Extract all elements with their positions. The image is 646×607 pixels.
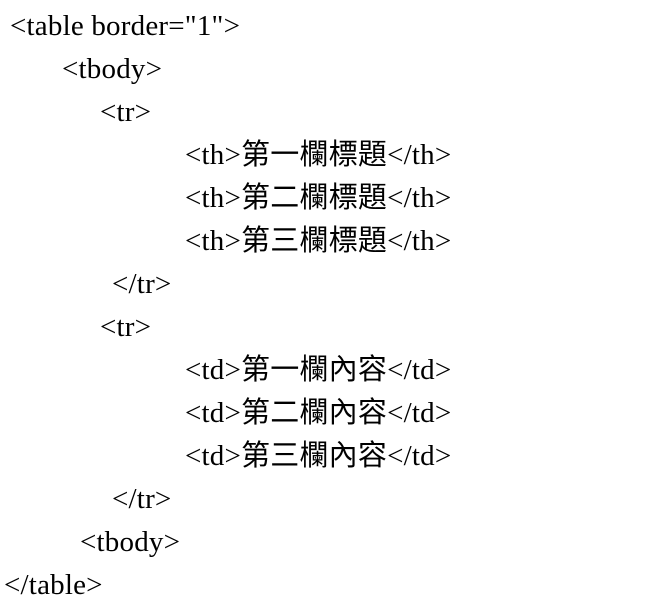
code-line: <table border="1">: [10, 10, 241, 42]
code-line: </table>: [4, 569, 103, 601]
code-line: <tbody>: [62, 53, 163, 85]
code-line: <td>第一欄內容</td>: [185, 354, 452, 386]
code-line: <th>第三欄標題</th>: [185, 225, 452, 257]
code-line: <tr>: [100, 311, 152, 343]
code-line: <tr>: [100, 96, 152, 128]
code-line: <th>第二欄標題</th>: [185, 182, 452, 214]
code-line: </tr>: [112, 268, 172, 300]
code-line: </tr>: [112, 483, 172, 515]
code-line: <tbody>: [80, 526, 181, 558]
code-line: <th>第一欄標題</th>: [185, 139, 452, 171]
code-line: <td>第二欄內容</td>: [185, 397, 452, 429]
code-line: <td>第三欄內容</td>: [185, 440, 452, 472]
